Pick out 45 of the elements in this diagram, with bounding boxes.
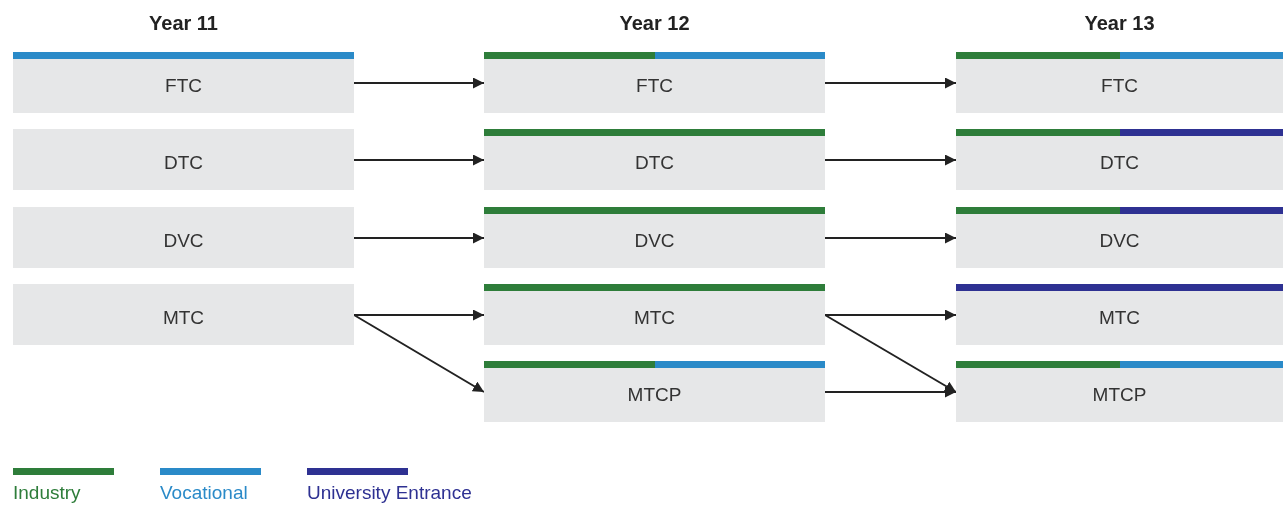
course-label: FTC [165,73,202,98]
course-box [956,361,1283,422]
course-label: DVC [1099,228,1140,253]
course-box [13,207,354,268]
legend-label: Vocational [160,481,249,505]
course-box [13,129,354,190]
course-label: MTCP [1092,382,1147,407]
column-heading: Year 13 [1084,11,1155,36]
arrow [824,309,957,321]
arrow [353,154,485,166]
course-box [13,284,354,345]
course-box [484,361,825,422]
course-label: MTCP [627,382,682,407]
legend-label: Industry [13,481,82,505]
course-box [956,207,1283,268]
course-box [13,52,354,113]
course-label: DTC [163,150,204,175]
course-box [484,52,825,113]
arrow [824,154,957,166]
course-label: FTC [1101,73,1138,98]
course-label: FTC [636,73,673,98]
column-heading: Year 11 [149,11,218,36]
arrow [353,77,485,89]
course-box [956,129,1283,190]
course-box [956,52,1283,113]
arrow [824,77,957,89]
column-heading: Year 12 [619,11,690,36]
course-label: MTC [162,305,205,330]
course-label: DTC [1099,150,1140,175]
course-box [484,207,825,268]
course-box [956,284,1283,345]
course-label: DVC [163,228,204,253]
course-label: DVC [634,228,675,253]
arrow [353,309,485,321]
course-label: MTC [1098,305,1141,330]
course-label: DTC [634,150,675,175]
course-label: MTC [633,305,676,330]
arrow [353,232,485,244]
course-box [484,284,825,345]
arrow [824,314,957,393]
legend-label: University Entrance [307,481,472,505]
course-box [484,129,825,190]
arrow [353,314,485,393]
arrow [824,386,957,398]
arrow [824,232,957,244]
